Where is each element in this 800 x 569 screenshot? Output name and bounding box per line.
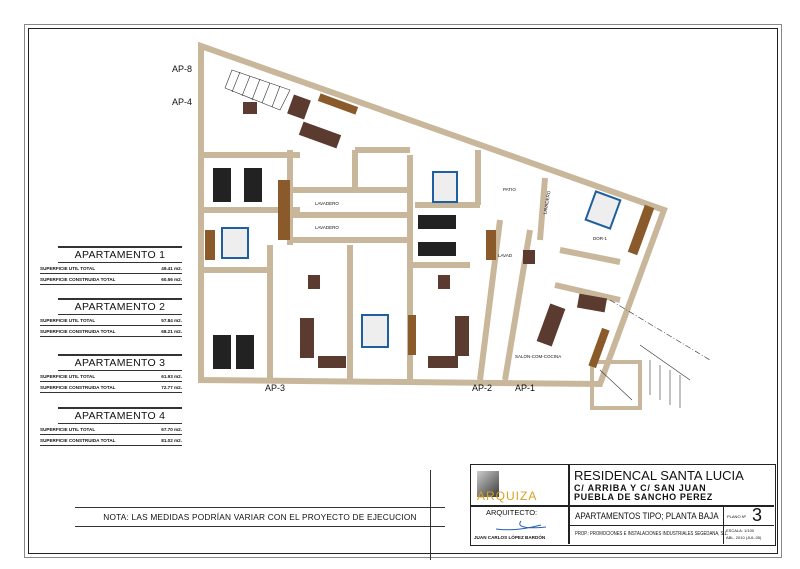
area-label: SUPERFICIE CONSTRUIDA TOTAL: [40, 277, 116, 282]
furniture: [243, 94, 608, 368]
area-row: SUPERFICIE UTIL TOTAL 67.70 m2.: [40, 424, 182, 435]
area-value: 57.84 m2.: [161, 318, 182, 323]
date: ABL. 2010 (JUL-05): [726, 535, 762, 540]
area-row: SUPERFICIE UTIL TOTAL 49.41 m2.: [40, 263, 182, 274]
area-value: 67.70 m2.: [161, 427, 182, 432]
area-row: SUPERFICIE CONSTRUIDA TOTAL 81.02 m2.: [40, 435, 182, 446]
sofa: [428, 356, 458, 368]
wardrobes: [205, 93, 655, 369]
wall: [554, 282, 621, 303]
owner: PROP.: PROMOCIONES E INSTALACIONES INDUS…: [575, 531, 729, 537]
dining-table: [308, 275, 320, 289]
area-label: SUPERFICIE CONSTRUIDA TOTAL: [40, 385, 116, 390]
wall: [559, 247, 621, 265]
address-line-1: C/ ARRIBA Y C/ SAN JUAN: [574, 483, 707, 493]
dining-table: [438, 275, 450, 289]
dining-table: [243, 102, 257, 114]
area-table-apartment: APARTAMENTO 1 SUPERFICIE UTIL TOTAL 49.41 …: [40, 246, 182, 285]
area-table-apartment: APARTAMENTO 4 SUPERFICIE UTIL TOTAL 67.70 …: [40, 407, 182, 446]
entrance-label-ap4: AP-4: [172, 97, 193, 107]
area-value: 60.56 m2.: [161, 277, 182, 282]
area-table-apartment: APARTAMENTO 3 SUPERFICIE UTIL TOTAL 61.93 …: [40, 354, 182, 393]
entrance-label-ap1: AP-1: [515, 383, 536, 393]
sofa: [298, 121, 342, 149]
sofa: [576, 293, 608, 313]
divider: [430, 470, 431, 560]
room-label-patio: PATIO: [503, 187, 516, 192]
room-label-dormitorio: DOR-1: [593, 236, 608, 241]
area-row: SUPERFICIE UTIL TOTAL 61.93 m2.: [40, 371, 182, 382]
plano-number: 3: [752, 505, 763, 525]
sofa: [318, 356, 346, 368]
room-label-lavadero: LAVADERO: [315, 201, 339, 206]
drawing-frame: [28, 28, 778, 554]
wall: [477, 219, 503, 381]
wall: [537, 177, 548, 241]
logo-text: ARQUIZA: [477, 489, 538, 503]
project-name: RESIDENCAL SANTA LUCIA: [574, 468, 744, 483]
entrance-label-ap2: AP-2: [472, 383, 493, 393]
architect-signature: [495, 520, 547, 531]
beds: [213, 168, 622, 369]
area-value: 49.41 m2.: [161, 266, 182, 271]
sofa: [455, 316, 469, 356]
drawing-frame-outer: [24, 24, 782, 558]
architect-name: JUAN CARLOS LÓPEZ BARDÓN: [474, 535, 546, 540]
area-row: SUPERFICIE UTIL TOTAL 57.84 m2.: [40, 315, 182, 326]
area-value: 72.77 m2.: [161, 385, 182, 390]
apartment-title: APARTAMENTO 1: [58, 246, 182, 263]
architect-label: ARQUITECTO:: [486, 508, 538, 517]
area-label: SUPERFICIE UTIL TOTAL: [40, 374, 96, 379]
area-label: SUPERFICIE CONSTRUIDA TOTAL: [40, 329, 116, 334]
scale: ESCALA: 1/100: [726, 528, 755, 533]
address-line-2: PUEBLA DE SANCHO PEREZ: [574, 492, 713, 502]
sofa: [287, 94, 311, 120]
area-label: SUPERFICIE UTIL TOTAL: [40, 266, 96, 271]
area-label: SUPERFICIE UTIL TOTAL: [40, 427, 96, 432]
sofa: [536, 303, 566, 347]
plano-label: PLANO Nº: [727, 514, 747, 519]
area-value: 68.21 m2.: [161, 329, 182, 334]
sheet-title: APARTAMENTOS TIPO; PLANTA BAJA: [575, 511, 719, 522]
area-label: SUPERFICIE UTIL TOTAL: [40, 318, 96, 323]
area-label: SUPERFICIE CONSTRUIDA TOTAL: [40, 438, 116, 443]
apartment-title: APARTAMENTO 2: [58, 298, 182, 315]
note: NOTA: LAS MEDIDAS PODRÍAN VARIAR CON EL …: [75, 507, 445, 527]
area-value: 61.93 m2.: [161, 374, 182, 379]
area-table-apartment: APARTAMENTO 2 SUPERFICIE UTIL TOTAL 57.84 …: [40, 298, 182, 337]
stairs: [224, 69, 711, 410]
area-row: SUPERFICIE CONSTRUIDA TOTAL 60.56 m2.: [40, 274, 182, 285]
entrance-label-ap3: AP-3: [265, 383, 286, 393]
room-label-lavadero: LAVAD: [498, 253, 513, 258]
dining-table: [523, 250, 535, 264]
area-value: 81.02 m2.: [161, 438, 182, 443]
title-block: ARQUIZA RESIDENCAL SANTA LUCIA C/ ARRIBA…: [470, 464, 776, 546]
entrance-label-ap8: AP-8: [172, 64, 193, 74]
sofa: [300, 318, 314, 358]
area-row: SUPERFICIE CONSTRUIDA TOTAL 72.77 m2.: [40, 382, 182, 393]
room-label-lavadero: LAVADERO: [315, 225, 339, 230]
apartment-title: APARTAMENTO 3: [58, 354, 182, 371]
area-row: SUPERFICIE CONSTRUIDA TOTAL 68.21 m2.: [40, 326, 182, 337]
apartment-title: APARTAMENTO 4: [58, 407, 182, 424]
room-label-salon: SALON-COM-COCINA: [515, 354, 562, 359]
logo-mark: [477, 471, 499, 497]
